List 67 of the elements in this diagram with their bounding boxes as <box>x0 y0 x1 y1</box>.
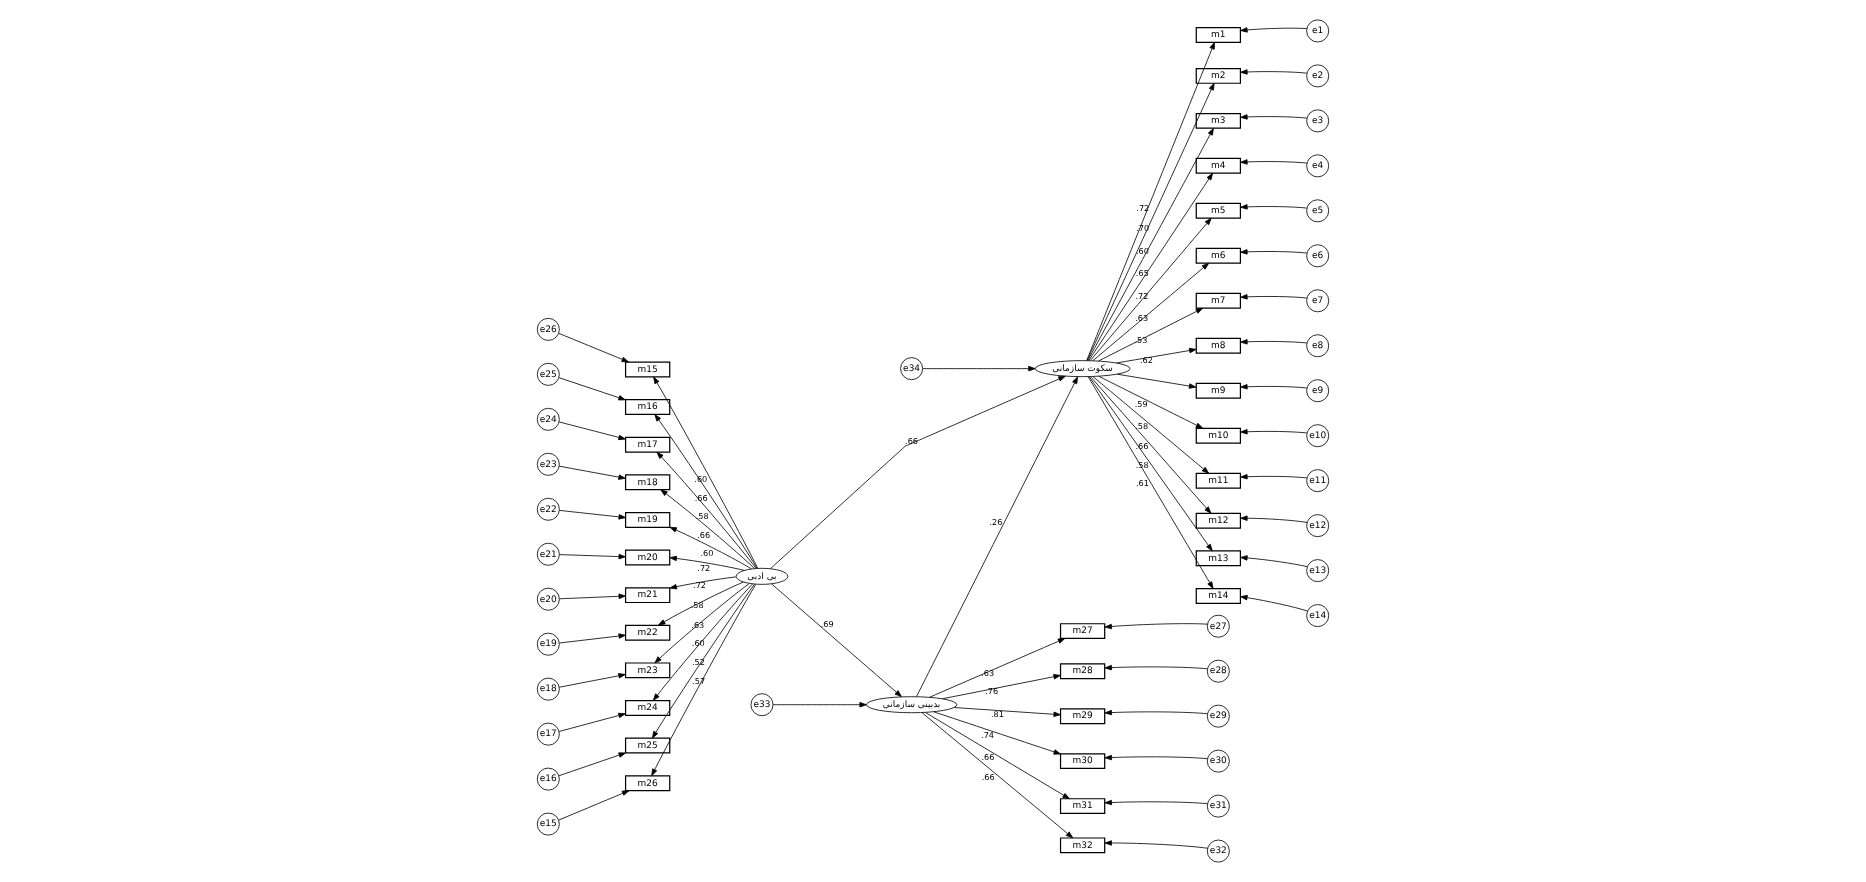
arrow <box>558 465 626 480</box>
arrow <box>1087 376 1214 589</box>
arrow <box>922 365 1036 372</box>
arrow <box>1240 474 1308 480</box>
arrow <box>1090 376 1212 514</box>
arrow <box>558 421 626 441</box>
arrow <box>942 674 1061 700</box>
arrow <box>1104 754 1208 761</box>
arrow <box>660 489 755 569</box>
arrow <box>651 583 755 739</box>
arrow <box>1088 376 1213 552</box>
arrow <box>1098 375 1204 429</box>
arrow <box>925 712 1070 800</box>
arrow <box>1240 294 1308 300</box>
arrow <box>654 583 750 664</box>
arrow <box>1104 799 1208 806</box>
arrow <box>669 576 737 590</box>
arrow <box>1240 515 1308 523</box>
arrow <box>654 414 758 569</box>
arrow <box>929 638 1066 698</box>
arrow <box>1240 204 1308 210</box>
arrow <box>1088 172 1214 361</box>
arrow <box>916 376 1078 697</box>
arrow <box>953 707 1061 717</box>
arrow <box>1240 114 1308 120</box>
arrow <box>656 451 757 569</box>
arrow <box>933 711 1061 755</box>
arrow <box>558 712 626 732</box>
arrow <box>770 375 1066 569</box>
arrow <box>772 702 867 708</box>
arrow <box>651 584 757 777</box>
arrow <box>658 581 744 626</box>
arrow <box>1092 262 1210 362</box>
arrow <box>1240 429 1308 435</box>
arrow <box>653 376 759 569</box>
arrow <box>1104 664 1208 671</box>
arrow <box>1240 159 1308 165</box>
arrow <box>559 553 626 560</box>
arrow <box>559 510 626 520</box>
arrow <box>1240 249 1308 255</box>
arrow <box>1089 217 1212 361</box>
arrow <box>558 377 626 401</box>
arrow <box>1104 840 1209 849</box>
arrow <box>559 593 626 600</box>
arrow <box>1240 69 1308 75</box>
arrow <box>771 583 902 697</box>
arrow <box>1098 307 1204 362</box>
arrow <box>1240 27 1308 33</box>
arrow <box>921 712 1074 839</box>
arrow <box>1087 128 1214 361</box>
arrow <box>1240 384 1308 390</box>
arrow <box>669 555 745 571</box>
arrow <box>1240 555 1308 568</box>
arrow <box>669 526 752 570</box>
arrow <box>1116 373 1197 389</box>
arrow <box>1240 594 1308 612</box>
arrow <box>558 673 626 688</box>
arrow <box>652 583 753 701</box>
arrow <box>1104 709 1208 716</box>
arrow <box>1104 623 1208 630</box>
arrow <box>1116 347 1197 364</box>
arrow <box>559 633 626 644</box>
arrow <box>558 752 626 777</box>
arrow <box>1240 339 1308 345</box>
arrow <box>1092 376 1210 474</box>
arrow <box>558 332 629 363</box>
arrow <box>558 790 630 821</box>
